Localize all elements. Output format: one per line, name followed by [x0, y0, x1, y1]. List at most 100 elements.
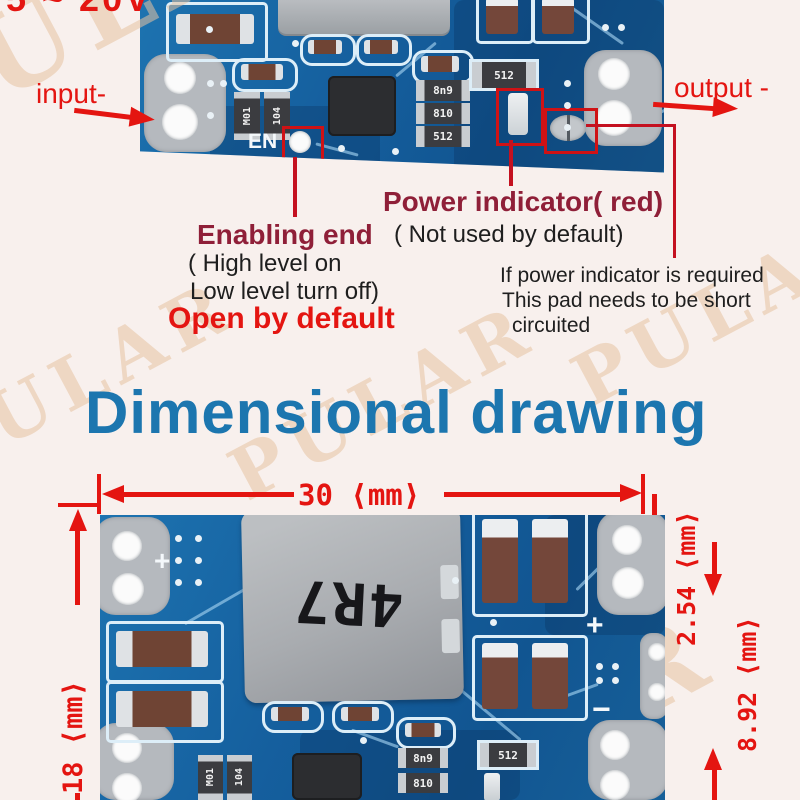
inductor-4r7: 4R7: [241, 515, 464, 704]
resistor-label: 810: [433, 107, 453, 120]
mount-pad-hole: [112, 573, 144, 605]
resistor-label: 104: [271, 106, 283, 126]
input-pad-hole: [162, 104, 198, 140]
dim-892-line: [712, 769, 717, 800]
resistor: 104: [264, 92, 290, 140]
pcb-trace: [183, 587, 247, 626]
via-dot: [392, 148, 399, 155]
capacitor-outline: [232, 58, 298, 92]
dim-30mm-tick-left: [97, 474, 101, 514]
resistor: 512: [472, 62, 536, 88]
capacitor-outline: [472, 515, 588, 617]
resistor: M01: [234, 92, 260, 140]
resistor-label: 8n9: [433, 84, 453, 97]
enabling-end-line1: ( High level on: [188, 250, 342, 277]
resistor: 8n9: [416, 80, 470, 101]
mount-pad-hole: [600, 730, 630, 760]
dim-18mm-line: [75, 793, 80, 800]
open-by-default-label: Open by default: [168, 302, 395, 335]
dim-892-arrowhead-up: [704, 748, 722, 770]
capacitor: [271, 707, 309, 721]
dim-30mm-label: 30 ⟨mm⟩: [298, 478, 421, 512]
dim-18mm-tick-top: [58, 503, 100, 507]
dim-892-label: 8.92 ⟨mm⟩: [733, 616, 762, 752]
via-dot: [452, 577, 459, 584]
resistor: 8n9: [398, 748, 448, 768]
inductor-solder-tab: [441, 618, 461, 654]
dim-30mm-line: [122, 492, 294, 497]
top-pcb-board: M01 104 8n9 810 512 512 EN: [140, 0, 664, 173]
via-dot: [175, 557, 182, 564]
resistor-label: 512: [433, 130, 453, 143]
power-indicator-note3: circuited: [512, 314, 591, 337]
resistor-label: 810: [413, 776, 433, 790]
bottom-pcb-board: + + − 4R7 8n9 810: [100, 515, 665, 800]
capacitor: [341, 707, 379, 721]
mount-pad-hole: [112, 773, 142, 800]
dim-30mm-line: [444, 492, 622, 497]
via-dot: [338, 145, 345, 152]
capacitor: [116, 631, 208, 667]
pad-annotation-connector-line-v: [673, 124, 676, 258]
via-dot: [612, 663, 619, 670]
voltage-range-label: 5 ~ 20V: [6, 0, 152, 20]
dim-30mm-arrowhead-left: [102, 485, 124, 503]
capacitor-outline: [332, 701, 394, 733]
resistor-label: 104: [234, 768, 245, 787]
capacitor-outline: [396, 717, 456, 749]
capacitor-outline: [532, 0, 590, 44]
dim-30mm-arrowhead-right: [620, 484, 642, 502]
via-dot: [175, 535, 182, 542]
en-pad: [289, 131, 311, 153]
via-dot: [292, 40, 299, 47]
capacitor-outline: [166, 2, 268, 62]
output-pad-hole: [598, 58, 630, 90]
dim-892-arrowhead-down: [704, 574, 722, 596]
power-indicator-note2: This pad needs to be short: [502, 289, 751, 312]
via-dot: [207, 80, 214, 87]
via-dot: [195, 579, 202, 586]
plus-silkscreen-left: +: [154, 545, 171, 576]
dim-18mm-arrowhead-up: [69, 509, 87, 531]
capacitor: [532, 519, 568, 603]
edge-pad-hole: [648, 643, 665, 661]
capacitor: [241, 64, 283, 80]
capacitor: [308, 40, 342, 54]
via-dot: [175, 579, 182, 586]
via-dot: [618, 24, 625, 31]
plus-silkscreen-right: +: [586, 609, 604, 642]
regulator-ic: [292, 753, 362, 800]
resistor-label: M01: [205, 768, 216, 787]
via-dot: [596, 663, 603, 670]
en-silkscreen: EN: [248, 130, 278, 153]
power-led: [484, 773, 500, 800]
capacitor-outline: [356, 34, 412, 66]
mount-pad-hole: [112, 531, 142, 561]
capacitor: [482, 519, 518, 603]
capacitor: [486, 0, 518, 34]
minus-silkscreen-right: −: [592, 691, 611, 727]
via-dot: [612, 677, 619, 684]
via-dot: [564, 124, 571, 131]
via-dot: [602, 24, 609, 31]
resistor: 512: [416, 126, 470, 147]
capacitor: [421, 56, 459, 72]
dim-254-label: 2.54 ⟨mm⟩: [672, 510, 701, 646]
dim-18mm-line: [75, 529, 80, 605]
capacitor: [364, 40, 398, 54]
power-indicator-note1: If power indicator is required: [500, 264, 764, 287]
via-dot: [596, 677, 603, 684]
mount-pad-hole: [600, 770, 630, 800]
mount-pad-hole: [112, 733, 142, 763]
capacitor-outline: [106, 681, 224, 743]
inductor-label: 4R7: [291, 566, 406, 640]
power-indicator-title: Power indicator( red): [383, 186, 664, 217]
mount-pad-hole: [612, 567, 644, 599]
via-dot: [195, 557, 202, 564]
via-dot: [195, 535, 202, 542]
power-led-highlight-box: [496, 88, 544, 146]
power-indicator-subtitle: ( Not used by default): [394, 221, 624, 248]
resistor-label: 512: [498, 748, 518, 762]
via-dot: [207, 112, 214, 119]
